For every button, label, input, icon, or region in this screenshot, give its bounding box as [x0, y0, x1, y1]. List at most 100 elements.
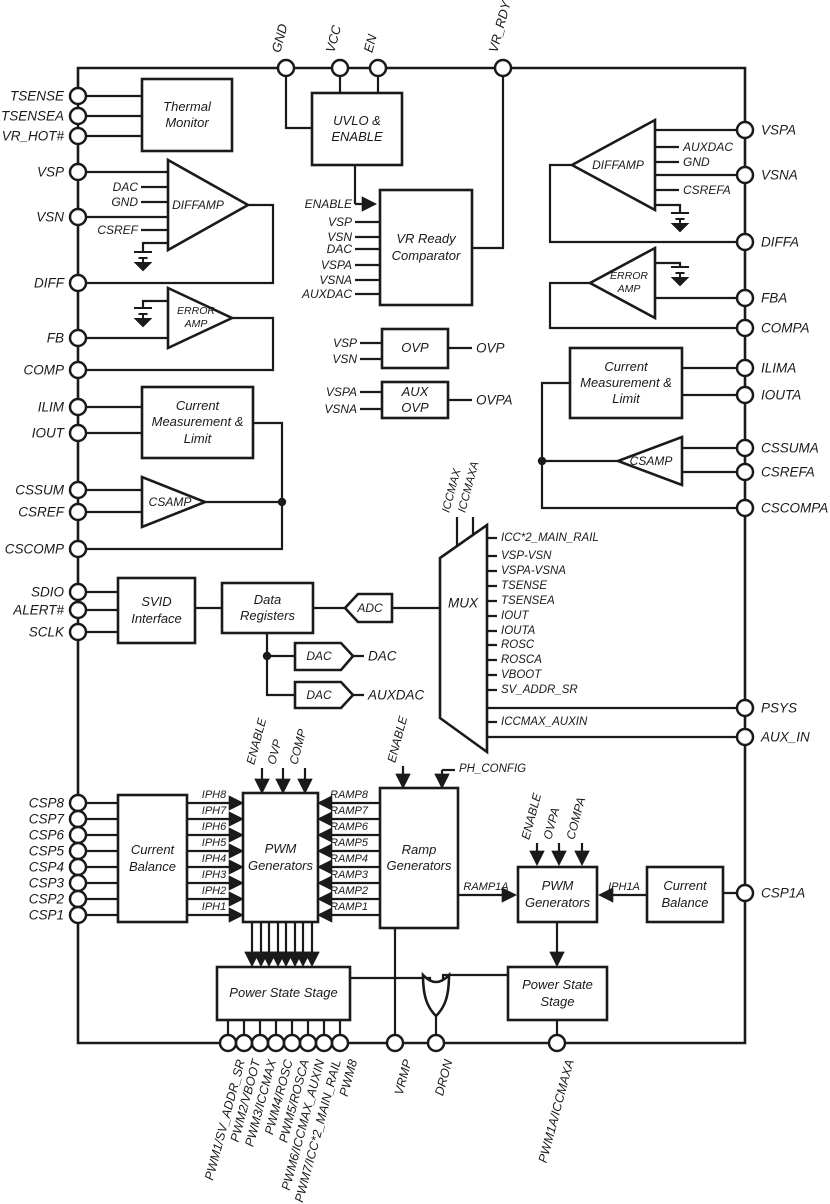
net-label-dac: DAC: [326, 242, 352, 256]
net-label-ramp1: RAMP1: [330, 901, 368, 913]
pin-label-tsensea: TSENSEA: [0, 108, 64, 124]
block-label-ovp: OVP: [401, 340, 429, 356]
pin-psys: [735, 698, 755, 718]
mux-input-label: ICC*2_MAIN_RAIL: [501, 532, 599, 544]
pin-sdio: [68, 582, 88, 602]
pin-label-csp5: CSP5: [28, 843, 64, 859]
pin-label-csp1: CSP1: [28, 907, 64, 923]
net-label-dac-out: DAC: [368, 648, 397, 664]
pin-label-csrefa: CSREFA: [761, 464, 815, 480]
pin-label-csp3: CSP3: [28, 875, 64, 891]
pwm-generators-box: [241, 791, 320, 924]
error-amp-triangle: [166, 285, 236, 351]
mux-input-label: TSENSE: [501, 580, 548, 592]
net-label-iph3: IPH3: [201, 869, 227, 881]
pin-pwm3: [250, 1033, 270, 1053]
block-label-error-amp: ERROR AMP: [177, 304, 215, 330]
pin-label-cscomp: CSCOMP: [4, 541, 64, 557]
block-label-aux-ovp: AUX OVP: [401, 383, 429, 415]
current-balance-box: [116, 793, 189, 924]
mux-input-label: ROSCA: [501, 654, 542, 666]
pin-csp3: [68, 873, 88, 893]
block-label-adc: ADC: [357, 601, 383, 615]
pin-label-tsense: TSENSE: [9, 88, 64, 104]
pin-diff: [68, 273, 88, 293]
net-label-csrefa: CSREFA: [683, 183, 731, 197]
block-label-current-balance-a: Current Balance: [661, 878, 709, 910]
thermal-monitor-box: [140, 77, 234, 153]
pin-pwm4: [266, 1033, 286, 1053]
net-label-iph1a: IPH1A: [608, 881, 640, 893]
net-label-iph6: IPH6: [201, 821, 227, 833]
pin-label-vsna: VSNA: [761, 167, 798, 183]
block-label-power-state-stage: Power State Stage: [229, 985, 338, 1001]
csamp-a-triangle: [614, 435, 684, 487]
pin-gnd: [276, 58, 296, 78]
pin-label-fb: FB: [46, 330, 64, 346]
mux-input-label: ROSC: [501, 639, 535, 651]
pin-label-iouta: IOUTA: [761, 387, 802, 403]
pin-csp1: [68, 905, 88, 925]
net-label-auxdac: AUXDAC: [683, 140, 734, 154]
pin-fba: [735, 288, 755, 308]
block-label-pwm-generators: PWM Generators: [247, 841, 314, 873]
pin-label-aux-in: AUX_IN: [761, 729, 810, 745]
adc-shape: [343, 592, 394, 624]
pin-label-diffa: DIFFA: [761, 234, 799, 250]
pin-label-csp6: CSP6: [28, 827, 64, 843]
pin-comp: [68, 360, 88, 380]
block-label-data-registers: Data Registers: [240, 591, 295, 623]
block-label-csamp-a: CSAMP: [629, 454, 673, 468]
pin-dron: [426, 1033, 446, 1053]
net-label-auxdac-out: AUXDAC: [368, 687, 425, 703]
pin-label-vsn: VSN: [36, 209, 64, 225]
ramp-generators-box: [378, 786, 460, 930]
pin-label-sdio: SDIO: [30, 584, 64, 600]
pin-vsp: [68, 162, 88, 182]
pin-csp6: [68, 825, 88, 845]
pin-label-csp7: CSP7: [28, 811, 64, 827]
pin-label-cssuma: CSSUMA: [761, 440, 819, 456]
net-label-vsn: VSN: [332, 352, 357, 366]
net-label-iph7: IPH7: [201, 805, 227, 817]
pin-pwm2: [234, 1033, 254, 1053]
net-label-ph-config: PH_CONFIG: [459, 763, 527, 775]
mux-input-label: IOUT: [501, 610, 529, 622]
pin-diffa: [735, 232, 755, 252]
pin-csp5: [68, 841, 88, 861]
wires: [76, 66, 747, 1045]
pin-cssum: [68, 480, 88, 500]
net-label-csref: CSREF: [97, 223, 138, 237]
net-label-ovp-out: OVP: [476, 340, 505, 356]
pin-label-csref: CSREF: [18, 504, 64, 520]
net-label-vsp: VSP: [327, 215, 352, 229]
mux-input-label: VSPA-VSNA: [501, 565, 566, 577]
pin-ilim: [68, 397, 88, 417]
current-measurement-limit-a-box: [568, 346, 684, 420]
net-label-iph1: IPH1: [201, 901, 227, 913]
pin-vcc: [330, 58, 350, 78]
or-gate: [421, 971, 451, 1018]
pin-iout: [68, 423, 88, 443]
power-state-stage-box: [215, 965, 352, 1022]
pin-vspa: [735, 120, 755, 140]
mux-input-label: VBOOT: [501, 669, 542, 681]
pin-compa: [735, 318, 755, 338]
block-label-thermal-monitor: Thermal Monitor: [163, 98, 211, 130]
pin-pwm8: [330, 1033, 350, 1053]
ground-icon: [133, 307, 153, 327]
pin-label-alert: ALERT#: [13, 602, 64, 618]
dac-shape: [293, 641, 355, 672]
net-label-vsna: VSNA: [324, 402, 357, 416]
current-balance-a-box: [645, 865, 725, 924]
block-label-error-amp-a: ERROR AMP: [610, 269, 648, 295]
net-label-iph5: IPH5: [201, 837, 227, 849]
pin-ilima: [735, 358, 755, 378]
pwm-generators-a-box: [516, 865, 599, 924]
pin-label-psys: PSYS: [761, 700, 798, 716]
pin-en: [368, 58, 388, 78]
net-label-ramp1a: RAMP1A: [463, 881, 509, 893]
pin-csp8: [68, 793, 88, 813]
